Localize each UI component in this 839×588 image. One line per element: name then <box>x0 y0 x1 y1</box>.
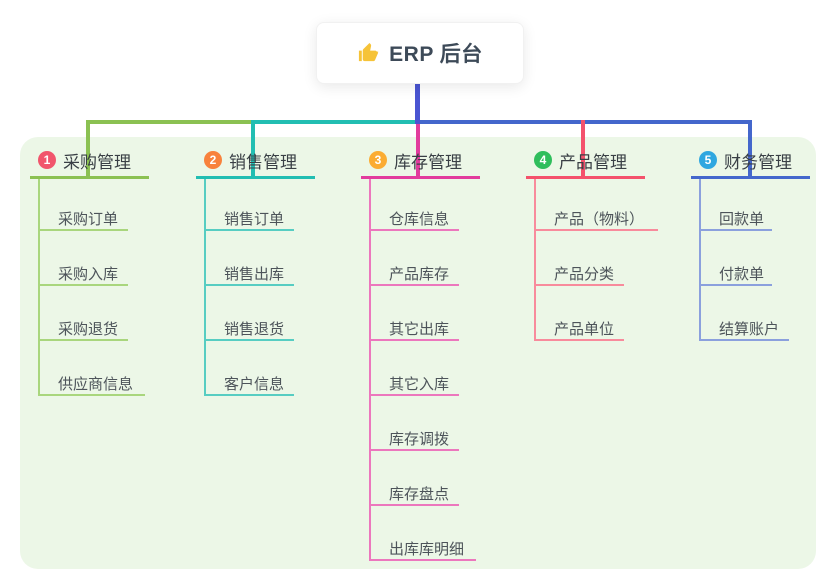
connector-line <box>581 120 585 179</box>
child-underline <box>369 559 476 561</box>
connector-line <box>251 120 419 124</box>
child-underline <box>38 339 128 341</box>
child-underline <box>204 284 294 286</box>
child-underline <box>38 229 128 231</box>
child-underline <box>369 449 459 451</box>
child-node[interactable]: 产品库存 <box>389 266 450 283</box>
branch-underline <box>361 176 480 179</box>
child-underline <box>534 229 658 231</box>
child-rail-line <box>38 179 40 396</box>
branch-number-badge: 2 <box>204 151 222 169</box>
child-underline <box>369 229 459 231</box>
child-node[interactable]: 其它出库 <box>389 321 450 338</box>
branch-underline <box>30 176 149 179</box>
child-node[interactable]: 客户信息 <box>224 376 285 393</box>
child-underline <box>369 394 459 396</box>
child-node[interactable]: 付款单 <box>719 266 765 283</box>
child-underline <box>204 394 294 396</box>
branch-underline <box>526 176 645 179</box>
branch-node-label: 产品管理 <box>559 152 627 172</box>
child-underline <box>699 339 789 341</box>
child-underline <box>699 284 772 286</box>
branch-node-5[interactable]: 5 财务管理 <box>699 147 792 173</box>
child-node[interactable]: 产品分类 <box>554 266 615 283</box>
child-node[interactable]: 采购入库 <box>58 266 119 283</box>
child-underline <box>38 284 128 286</box>
branch-number-badge: 3 <box>369 151 387 169</box>
mindmap-background-panel <box>20 137 816 569</box>
child-node[interactable]: 出库库明细 <box>389 541 465 558</box>
child-node[interactable]: 结算账户 <box>719 321 780 338</box>
child-underline <box>38 394 145 396</box>
child-node[interactable]: 销售出库 <box>224 266 285 283</box>
branch-node-2[interactable]: 2 销售管理 <box>204 147 297 173</box>
root-stem-line <box>415 82 420 124</box>
child-rail-line <box>204 179 206 396</box>
branch-underline <box>691 176 810 179</box>
child-node[interactable]: 库存调拨 <box>389 431 450 448</box>
child-node[interactable]: 采购退货 <box>58 321 119 338</box>
child-rail-line <box>699 179 701 341</box>
child-node[interactable]: 产品（物料） <box>554 211 645 228</box>
child-underline <box>204 339 294 341</box>
branch-node-1[interactable]: 1 采购管理 <box>38 147 131 173</box>
branch-number-badge: 4 <box>534 151 552 169</box>
child-underline <box>369 339 459 341</box>
child-underline <box>699 229 772 231</box>
child-underline <box>369 284 459 286</box>
root-node-label: ERP 后台 <box>389 43 483 66</box>
connector-line <box>251 120 255 179</box>
branch-node-label: 销售管理 <box>229 152 297 172</box>
child-underline <box>534 339 624 341</box>
child-node[interactable]: 销售订单 <box>224 211 285 228</box>
child-underline <box>204 229 294 231</box>
branch-number-badge: 1 <box>38 151 56 169</box>
branch-node-4[interactable]: 4 产品管理 <box>534 147 627 173</box>
child-node[interactable]: 其它入库 <box>389 376 450 393</box>
connector-line <box>86 120 90 179</box>
child-node[interactable]: 仓库信息 <box>389 211 450 228</box>
child-node[interactable]: 销售退货 <box>224 321 285 338</box>
child-node[interactable]: 库存盘点 <box>389 486 450 503</box>
branch-node-label: 财务管理 <box>724 152 792 172</box>
branch-node-3[interactable]: 3 库存管理 <box>369 147 462 173</box>
child-node[interactable]: 产品单位 <box>554 321 615 338</box>
child-node[interactable]: 回款单 <box>719 211 765 228</box>
child-rail-line <box>534 179 536 341</box>
child-node[interactable]: 供应商信息 <box>58 376 134 393</box>
branch-node-label: 库存管理 <box>394 152 462 172</box>
root-node[interactable]: ERP 后台 <box>316 22 524 84</box>
child-rail-line <box>369 179 371 561</box>
child-underline <box>369 504 459 506</box>
connector-line <box>86 120 255 124</box>
thumbs-up-icon <box>357 42 380 65</box>
connector-line <box>748 120 752 179</box>
branch-underline <box>196 176 315 179</box>
branch-number-badge: 5 <box>699 151 717 169</box>
child-underline <box>534 284 624 286</box>
branch-node-label: 采购管理 <box>63 152 131 172</box>
child-node[interactable]: 采购订单 <box>58 211 119 228</box>
connector-line <box>416 120 420 179</box>
